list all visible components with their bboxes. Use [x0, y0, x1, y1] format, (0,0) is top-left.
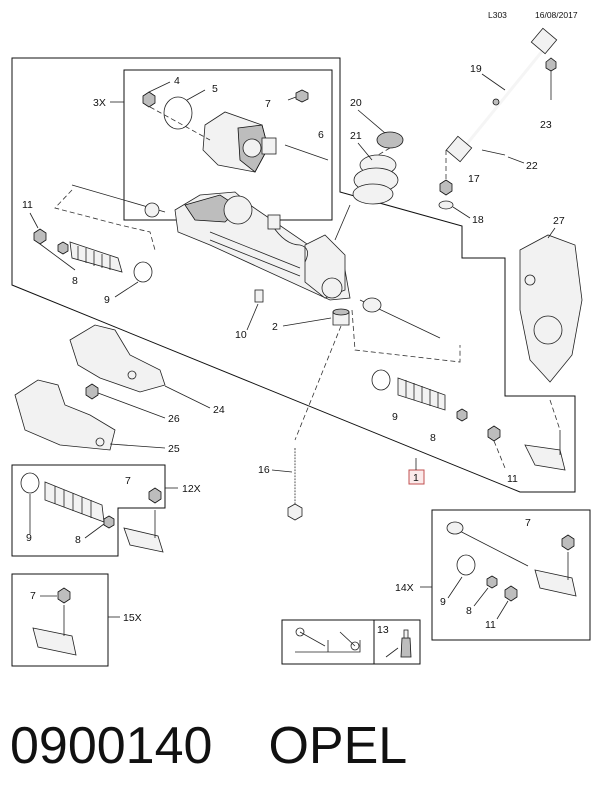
clamp-right-main — [371, 369, 391, 391]
nut-part-8-right — [456, 408, 468, 422]
nut-part-17 — [439, 179, 453, 196]
callout-4: 4 — [174, 75, 180, 87]
callout-10: 10 — [235, 329, 247, 341]
callout-9-14x: 9 — [440, 596, 446, 608]
callout-2: 2 — [272, 321, 278, 333]
boot-right-main — [397, 377, 446, 411]
callout-17: 17 — [468, 173, 480, 185]
tie-rod-end-15x — [32, 605, 77, 656]
inset-14x-frame — [431, 509, 591, 641]
callout-6: 6 — [318, 129, 324, 141]
callout-1: 1 — [413, 472, 419, 484]
nut-part-7-motor — [295, 89, 309, 103]
clamp-12x — [20, 472, 40, 494]
callout-11-14x: 11 — [485, 619, 496, 631]
nut-part-8-14x — [486, 575, 498, 589]
callout-25: 25 — [168, 443, 180, 455]
callout-24: 24 — [213, 404, 225, 416]
pin-part-10 — [254, 289, 264, 303]
inset-15x-frame — [11, 573, 109, 667]
outer-tie-rod-right — [524, 430, 566, 471]
steering-column-shaft — [445, 27, 558, 163]
heat-shield-part-24 — [69, 324, 166, 393]
boot-left-main — [69, 241, 123, 273]
nut-part-7-12x — [148, 487, 162, 504]
electric-motor-unit — [202, 111, 277, 173]
callout-11-right: 11 — [507, 473, 518, 485]
o-ring-part-5 — [163, 96, 193, 130]
callout-7-12x: 7 — [125, 475, 131, 487]
callout-15x: 15X — [123, 612, 142, 624]
callout-1-box — [408, 469, 425, 485]
boot-part-21 — [352, 154, 399, 205]
clamp-14x — [456, 554, 476, 576]
clamp-left-main — [133, 261, 153, 283]
callout-5: 5 — [212, 83, 218, 95]
tie-rod-end-12x — [123, 510, 164, 553]
boot-12x — [44, 481, 105, 523]
callout-8-right: 8 — [430, 432, 436, 444]
cap-part-2 — [332, 308, 350, 326]
callout-12x: 12X — [182, 483, 201, 495]
bolt-part-16 — [287, 448, 303, 521]
footer-brand: OPEL — [268, 717, 408, 775]
steering-knuckle — [519, 234, 583, 383]
callout-20: 20 — [350, 97, 362, 109]
nut-part-8-left — [57, 241, 69, 255]
header-date: 16/08/2017 — [535, 10, 578, 20]
tie-rod-end-14x — [534, 552, 577, 597]
callout-23: 23 — [540, 119, 552, 131]
callout-7-motor: 7 — [265, 98, 271, 110]
bolt-part-6 — [284, 144, 329, 161]
callout-7-14x: 7 — [525, 517, 531, 529]
main-assembly-outline — [11, 57, 576, 493]
bolt-part-22 — [481, 149, 506, 156]
callout-16: 16 — [258, 464, 270, 476]
callout-8-14x: 8 — [466, 605, 472, 617]
nut-part-11-right — [487, 425, 501, 442]
callout-9-12x: 9 — [26, 532, 32, 544]
nut-part-8-12x — [103, 515, 115, 529]
inset-12x-frame — [11, 464, 166, 557]
callout-26: 26 — [168, 413, 180, 425]
nut-part-11-left — [33, 228, 47, 245]
heat-shield-part-25 — [14, 379, 116, 451]
header-code: L303 — [488, 10, 507, 20]
steering-rack-housing — [174, 191, 351, 301]
footer-bar: 0900140 OPEL — [10, 706, 590, 786]
callout-8-12x: 8 — [75, 534, 81, 546]
callout-18: 18 — [472, 214, 484, 226]
washer-part-18 — [438, 200, 454, 210]
wire-harness — [271, 224, 308, 263]
callout-9-left: 9 — [104, 294, 110, 306]
nut-part-7-15x — [57, 587, 71, 604]
callout-13: 13 — [377, 624, 389, 636]
callout-21: 21 — [350, 130, 362, 142]
callout-7-15x: 7 — [30, 590, 36, 602]
callout-22: 22 — [526, 160, 538, 172]
callout-14x: 14X — [395, 582, 414, 594]
callout-27: 27 — [553, 215, 565, 227]
callout-19: 19 — [470, 63, 482, 75]
grease-tube-icon — [385, 629, 412, 658]
nut-part-11-14x — [504, 585, 518, 602]
callout-3x: 3X — [93, 97, 106, 109]
callout-8-left: 8 — [72, 275, 78, 287]
nut-part-7-14x — [561, 534, 575, 551]
callout-11-left: 11 — [22, 199, 33, 211]
nut-part-26 — [85, 383, 99, 400]
callout-9-right: 9 — [392, 411, 398, 423]
repair-manual-icon — [295, 627, 361, 653]
lubricant-box — [373, 619, 421, 665]
footer-part-code: 0900140 — [10, 717, 213, 775]
nut-part-4 — [142, 91, 156, 108]
seal-part-20 — [376, 131, 404, 149]
